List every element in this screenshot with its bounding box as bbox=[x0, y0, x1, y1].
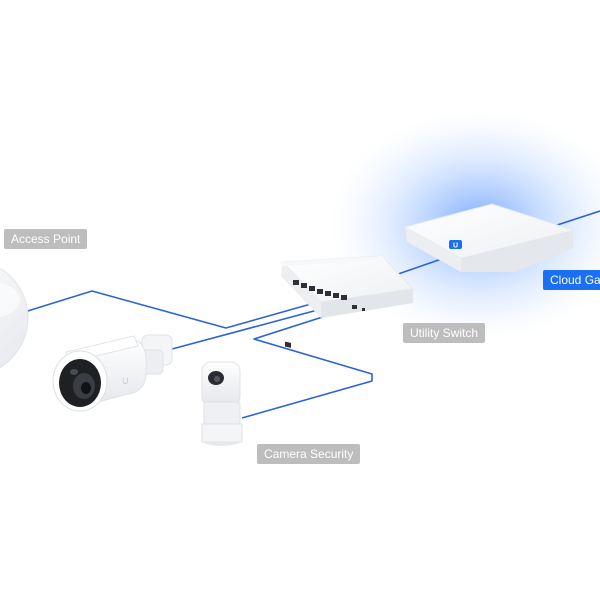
cloud-gateway-label: Cloud Ga bbox=[543, 270, 600, 290]
ui-logo-icon: U bbox=[449, 240, 462, 250]
bullet-camera-device: U bbox=[52, 334, 173, 412]
cable-camsec-to-switch bbox=[241, 312, 373, 419]
cable-ap-to-switch bbox=[17, 290, 319, 329]
camera-security-label: Camera Security bbox=[257, 444, 361, 464]
svg-text:U: U bbox=[453, 243, 458, 250]
utility-switch-label: Utility Switch bbox=[403, 323, 486, 343]
ui-logo-icon: U bbox=[122, 376, 129, 386]
utility-switch-device bbox=[279, 255, 415, 348]
access-point-label: Access Point bbox=[4, 229, 88, 249]
security-camera-device bbox=[201, 361, 243, 446]
switch-ports bbox=[285, 280, 365, 348]
cloud-gateway-device: U bbox=[403, 203, 575, 272]
cable-camera-to-switch bbox=[171, 307, 326, 350]
access-point-device bbox=[0, 267, 29, 369]
